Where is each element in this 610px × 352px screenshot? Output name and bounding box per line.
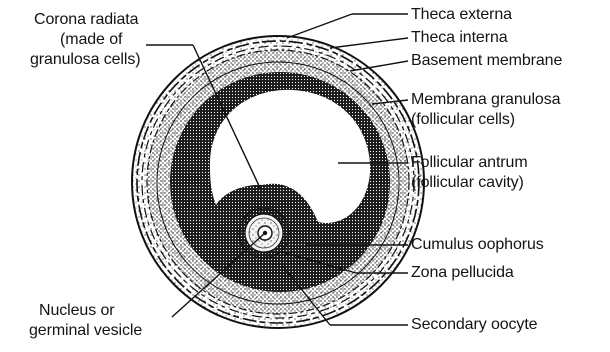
label-theca-interna: Theca interna	[411, 28, 508, 48]
label-nucleus: Nucleus or germinal vesicle	[35, 301, 142, 341]
label-corona-radiata-line1: Corona radiata	[32, 10, 140, 30]
label-follicular-antrum-line1: Follicular antrum	[411, 153, 528, 173]
label-secondary-oocyte: Secondary oocyte	[411, 315, 537, 335]
label-follicular-antrum: Follicular antrum (follicular cavity)	[411, 153, 528, 193]
label-membrana-granulosa-line1: Membrana granulosa	[411, 90, 560, 110]
leader-theca-interna	[330, 38, 408, 48]
label-corona-radiata-line2: (made of	[60, 30, 140, 50]
label-corona-radiata-line3: granulosa cells)	[30, 50, 140, 70]
label-corona-radiata: Corona radiata (made of granulosa cells)	[32, 10, 140, 70]
label-basement-membrane: Basement membrane	[411, 51, 562, 71]
leader-theca-externa-pointer	[287, 14, 352, 38]
label-cumulus-oophorus: Cumulus oophorus	[411, 235, 544, 255]
label-theca-externa: Theca externa	[411, 5, 512, 25]
label-zona-pellucida: Zona pellucida	[411, 263, 514, 283]
label-nucleus-line1: Nucleus or	[39, 301, 142, 321]
label-membrana-granulosa: Membrana granulosa (follicular cells)	[411, 90, 560, 130]
label-nucleus-line2: germinal vesicle	[29, 321, 142, 341]
label-follicular-antrum-line2: (follicular cavity)	[411, 173, 528, 193]
label-membrana-granulosa-line2: (follicular cells)	[411, 110, 560, 130]
